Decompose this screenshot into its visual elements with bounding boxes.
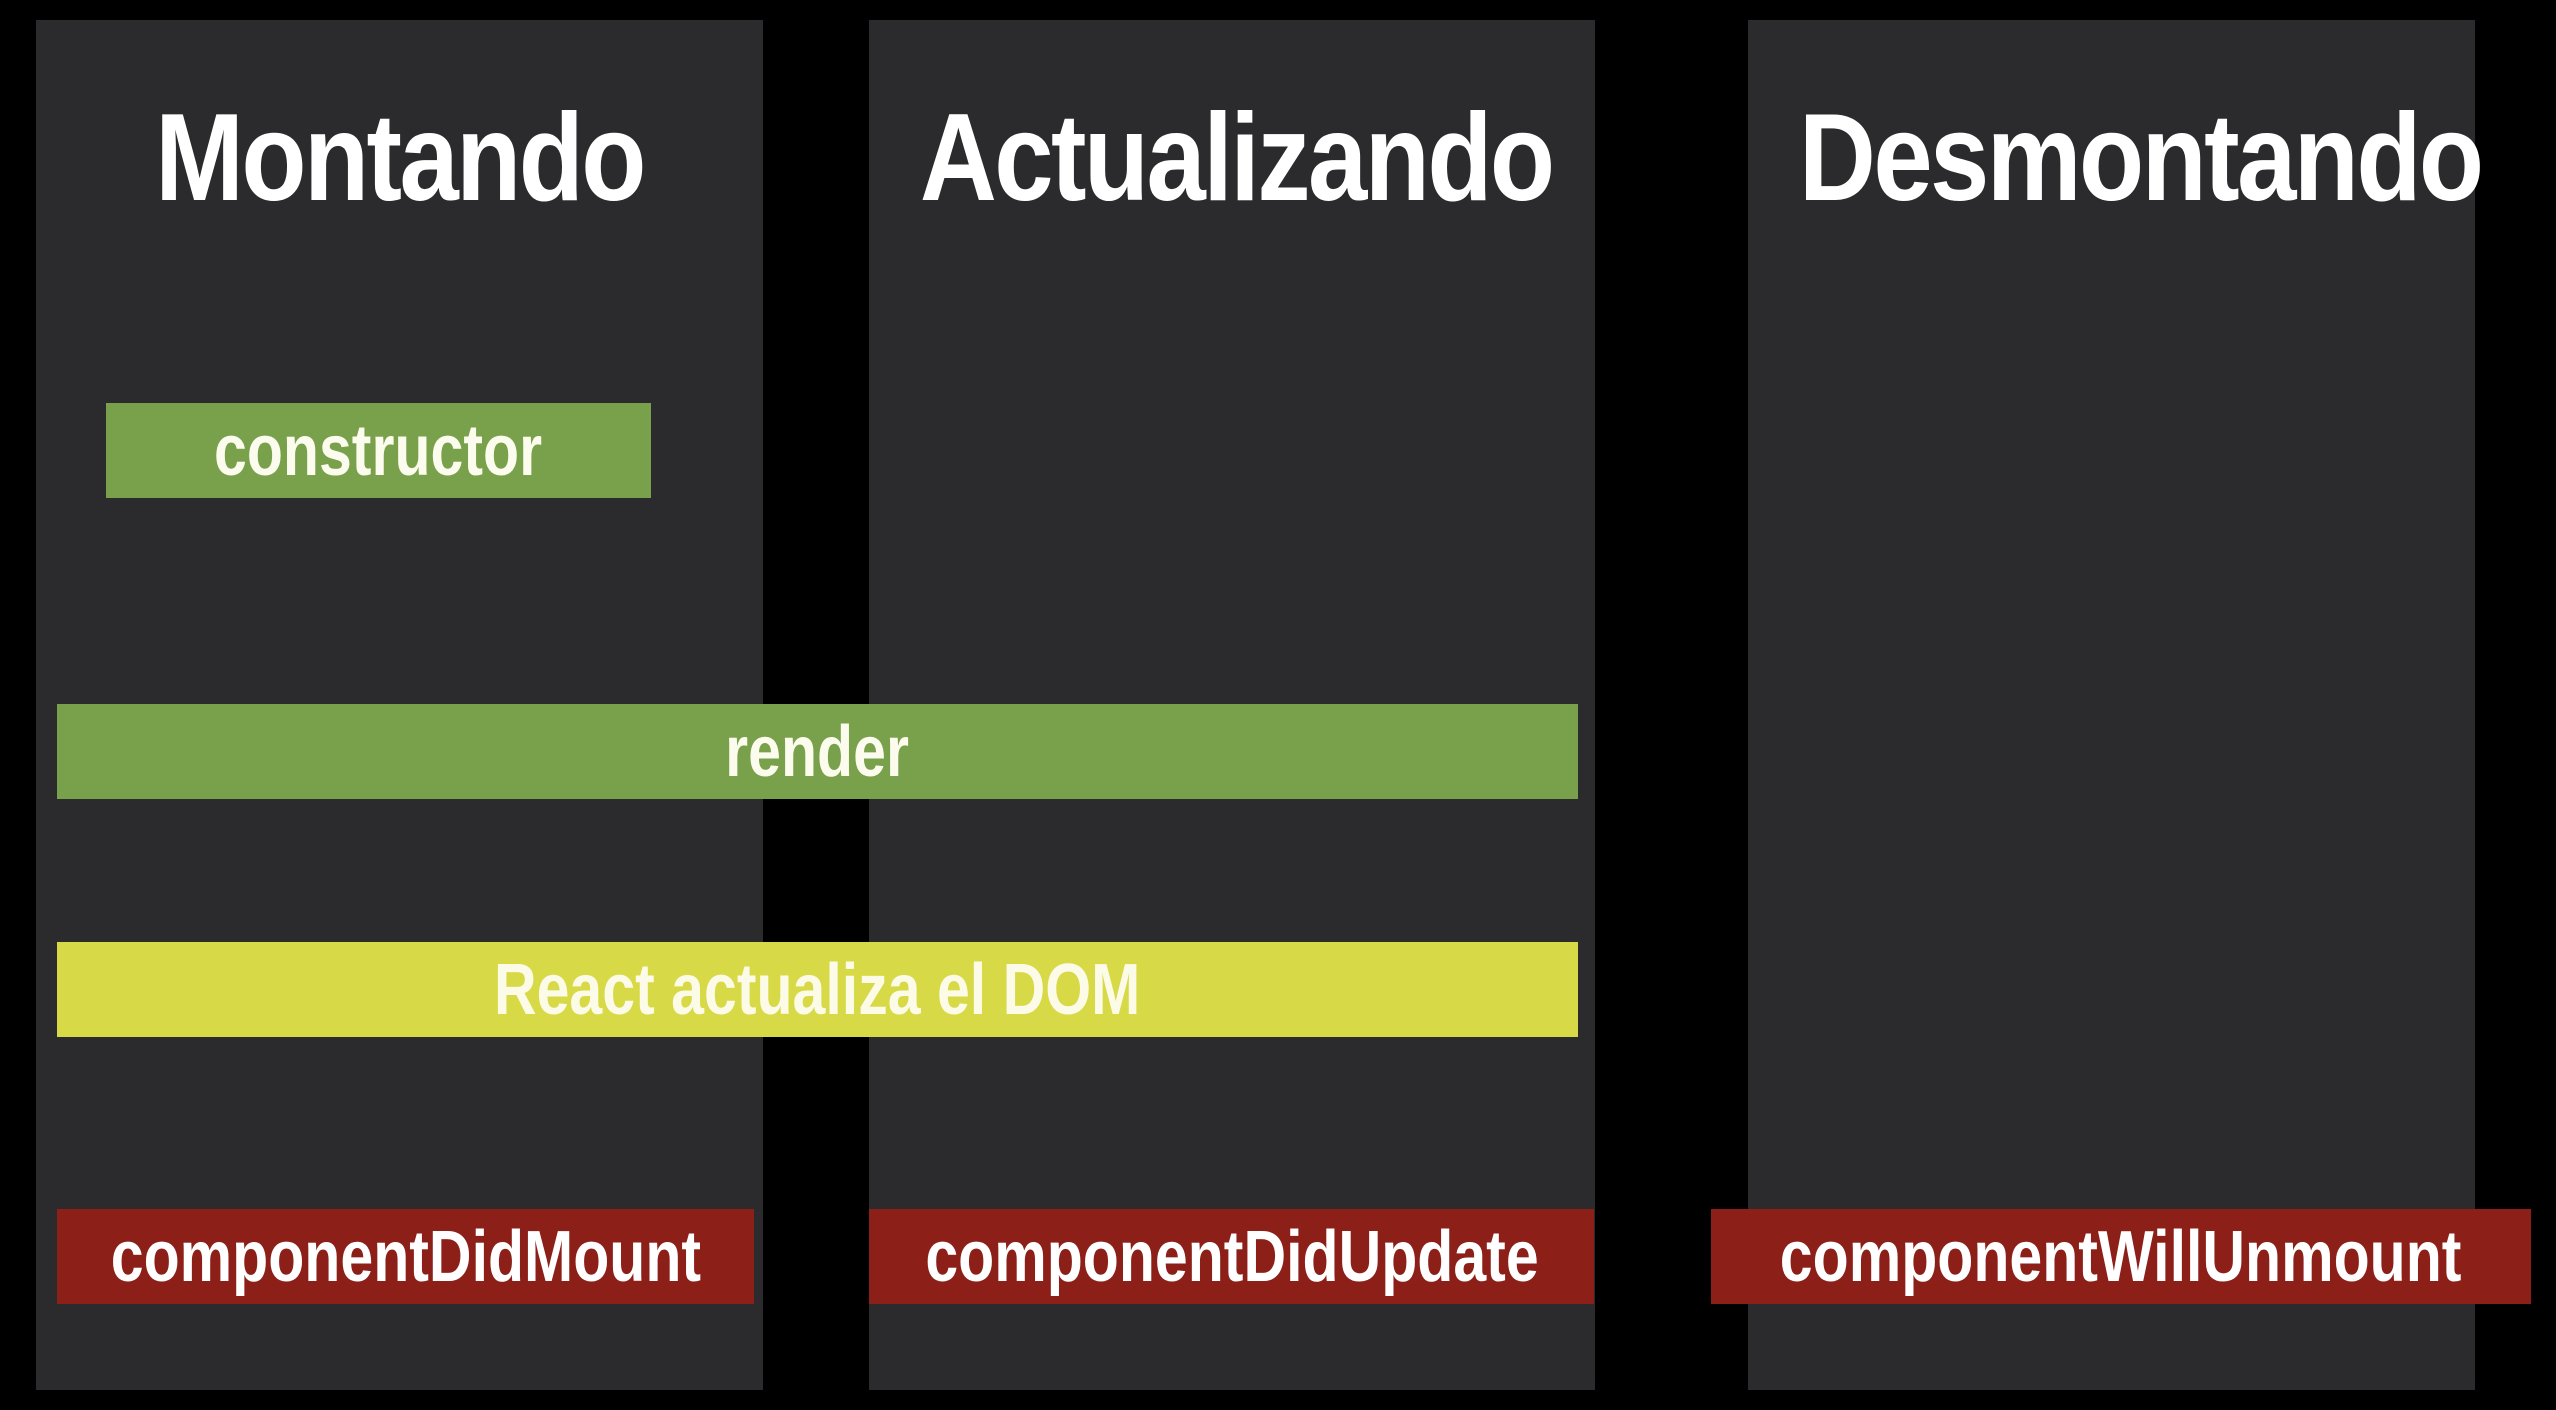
render-label: render (725, 711, 910, 792)
updating-title: Actualizando (919, 89, 1555, 227)
component-will-unmount-bar: componentWillUnmount (1711, 1209, 2531, 1304)
constructor-bar: constructor (106, 403, 651, 498)
dom-update-bar: React actualiza el DOM (57, 942, 1578, 1037)
dom-update-label: React actualiza el DOM (494, 949, 1141, 1030)
constructor-label: constructor (214, 410, 543, 491)
component-will-unmount-label: componentWillUnmount (1780, 1216, 2462, 1297)
component-did-mount-bar: componentDidMount (57, 1209, 754, 1304)
component-did-update-label: componentDidUpdate (924, 1216, 1539, 1297)
unmounting-column: Desmontando (1748, 20, 2484, 1390)
component-did-update-bar: componentDidUpdate (869, 1209, 1594, 1304)
mounting-title: Montando (155, 89, 646, 227)
unmounting-title: Desmontando (1798, 89, 2484, 227)
render-bar: render (57, 704, 1578, 799)
component-did-mount-label: componentDidMount (110, 1216, 701, 1297)
